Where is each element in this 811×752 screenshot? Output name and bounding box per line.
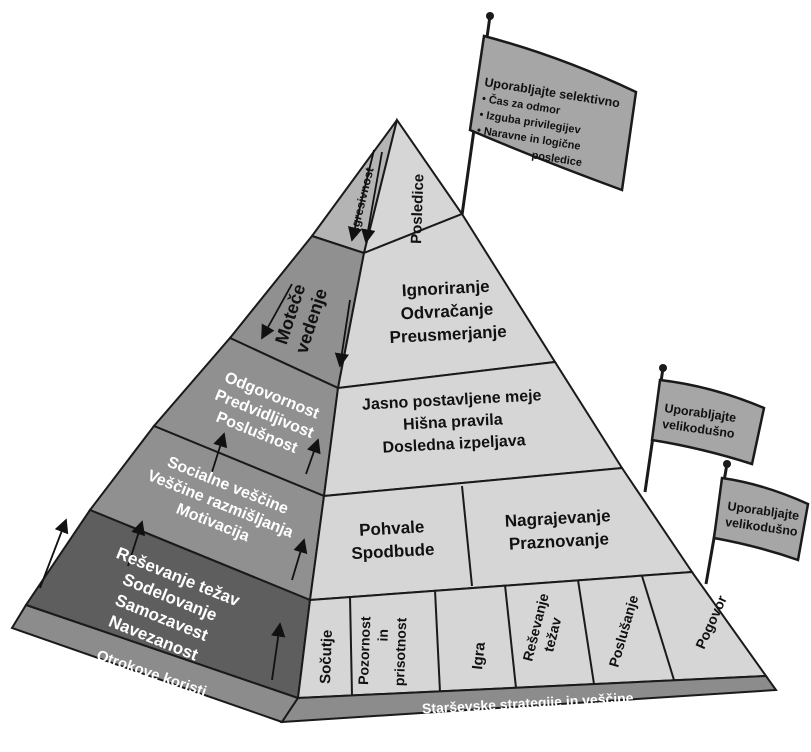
arrow-down-icon <box>334 299 351 368</box>
label-play: Igra <box>469 641 489 671</box>
label-rules-2: Hišna pravila <box>403 411 503 433</box>
cell-divider <box>641 575 675 681</box>
flag-pole-knob <box>486 12 494 20</box>
arrow-down-icon <box>261 283 293 340</box>
arrow-up-icon <box>271 622 286 681</box>
left-face <box>10 119 398 724</box>
flag-selective: Uporabljajte selektivno • Čas za odmor •… <box>460 12 638 216</box>
cell-divider <box>577 579 595 685</box>
flag-cloth <box>712 476 810 562</box>
flag-cloth <box>468 34 638 192</box>
flag-pole-knob <box>659 364 667 372</box>
flag-pole-knob <box>723 460 731 468</box>
cell-divider <box>349 595 353 697</box>
flag-generous-2: Uporabljajte velikodušno <box>704 460 810 585</box>
arrow-up-icon <box>305 438 321 475</box>
label-praise-2: Spodbude <box>351 540 435 563</box>
label-ignoring-1: Ignoriranje <box>401 277 490 301</box>
label-consequences: Posledice <box>408 174 427 245</box>
label-empathy: Sočutje <box>317 629 336 684</box>
label-praise-1: Pohvale <box>359 517 425 539</box>
label-attention-2: in <box>375 629 391 642</box>
right-face <box>280 117 778 724</box>
flag-cloth <box>650 378 766 466</box>
arrow-up-icon <box>39 518 69 589</box>
label-ignoring-2: Odvračanje <box>400 300 493 324</box>
arrow-up-icon <box>291 538 308 581</box>
label-attention-1: Pozornost <box>355 616 373 685</box>
cell-divider <box>434 589 441 693</box>
arrow-up-icon <box>127 520 146 567</box>
arrow-up-icon <box>211 432 228 473</box>
label-attention-3: prisotnost <box>391 617 409 686</box>
cell-divider <box>504 584 517 689</box>
flag-generous-1: Uporabljajte velikodušno <box>643 364 766 493</box>
right-base-strip <box>280 674 778 724</box>
arrow-down-icon <box>347 149 375 242</box>
left-arrows <box>39 149 383 681</box>
divider-praise-reward <box>461 485 473 587</box>
arrow-down-icon <box>361 151 383 244</box>
